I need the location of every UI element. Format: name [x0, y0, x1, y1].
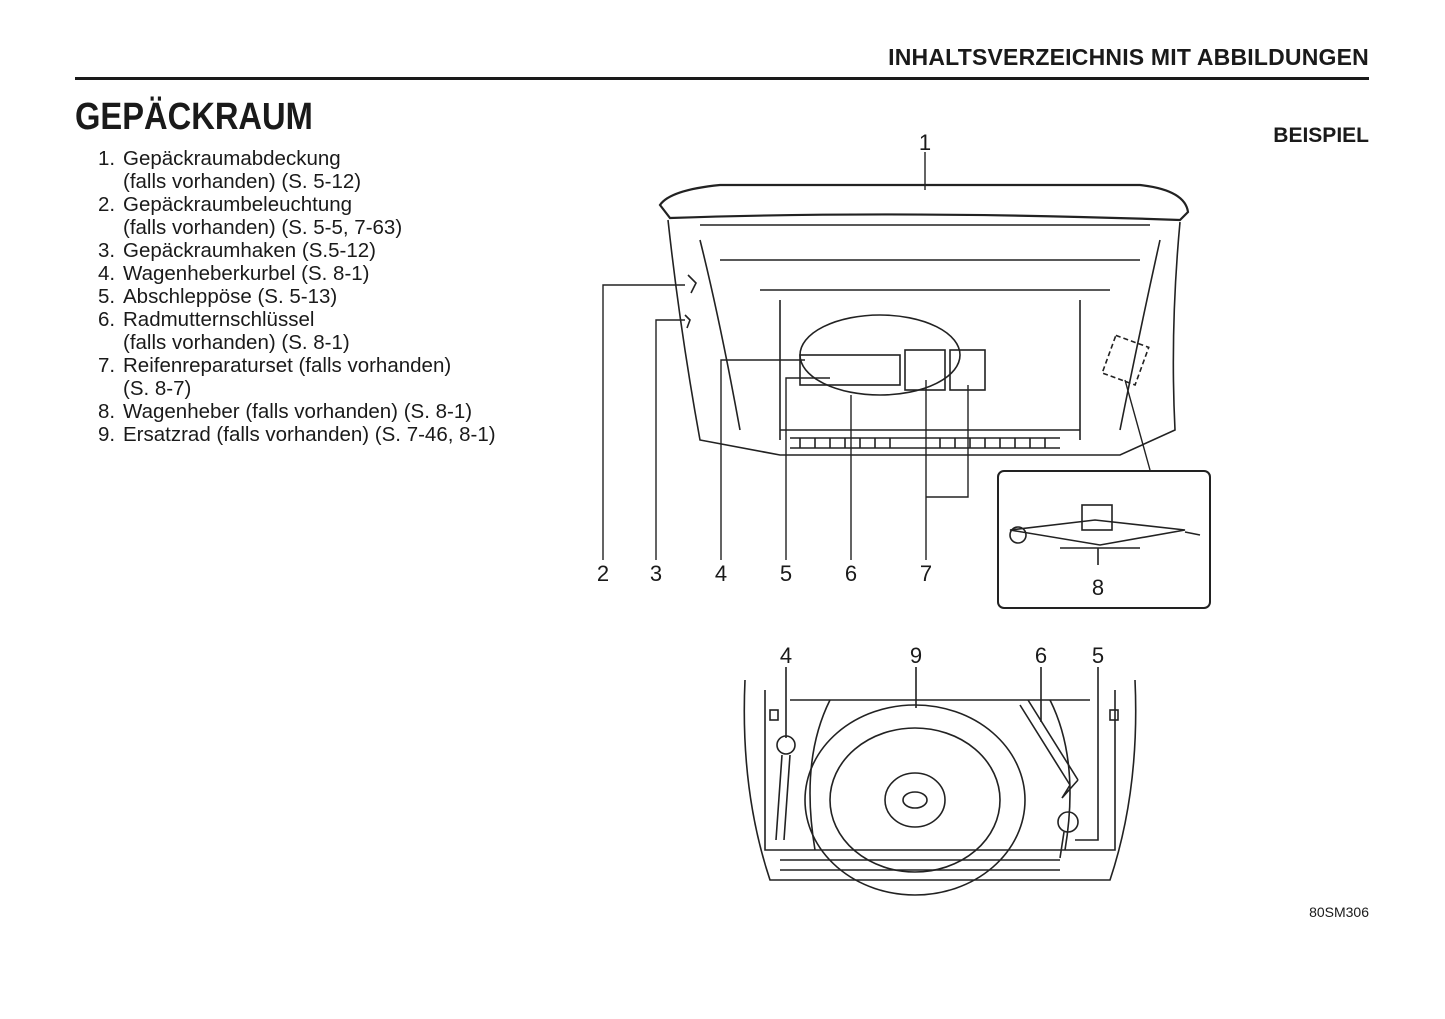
callout-3: 3: [649, 561, 663, 586]
figure-code: 80SM306: [1309, 904, 1369, 920]
parts-list: 1.Gepäckraumabdeckung(falls vorhanden) (…: [98, 147, 496, 446]
callout-4: 4: [714, 561, 728, 586]
list-item: 8.Wagenheber (falls vorhanden) (S. 8-1): [98, 400, 473, 423]
callout-bottom-5: 5: [1091, 643, 1105, 668]
callout-7: 7: [919, 561, 933, 586]
list-item: 5.Abschleppöse (S. 5-13): [98, 285, 338, 308]
list-item: 3.Gepäckraumhaken (S.5-12): [98, 239, 376, 262]
list-item: 7.Reifenreparaturset (falls vorhanden)(S…: [98, 354, 452, 400]
list-item: 1.Gepäckraumabdeckung(falls vorhanden) (…: [98, 147, 362, 193]
callout-bottom-9: 9: [909, 643, 923, 668]
list-item: 6.Radmutternschlüssel(falls vorhanden) (…: [98, 308, 350, 354]
list-item: 9.Ersatzrad (falls vorhanden) (S. 7-46, …: [98, 423, 496, 446]
callout-bottom-4: 4: [779, 643, 793, 668]
section-header: INHALTSVERZEICHNIS MIT ABBILDUNGEN: [888, 44, 1369, 70]
jack-inset: [997, 470, 1211, 609]
example-label: BEISPIEL: [1273, 124, 1369, 147]
leader-lines: [602, 152, 1151, 560]
callout-bottom-6: 6: [1034, 643, 1048, 668]
callout-8: 8: [1091, 575, 1105, 600]
callout-2: 2: [596, 561, 610, 586]
list-item: 2.Gepäckraumbeleuchtung(falls vorhanden)…: [98, 193, 403, 239]
page-title: GEPÄCKRAUM: [75, 96, 313, 138]
callout-6: 6: [844, 561, 858, 586]
callout-1: 1: [918, 130, 932, 155]
list-item: 4.Wagenheberkurbel (S. 8-1): [98, 262, 370, 285]
trunk-open-drawing: [658, 183, 1190, 456]
spare-wheel-drawing: [743, 667, 1137, 896]
header-rule: [75, 77, 1369, 80]
callout-5: 5: [779, 561, 793, 586]
